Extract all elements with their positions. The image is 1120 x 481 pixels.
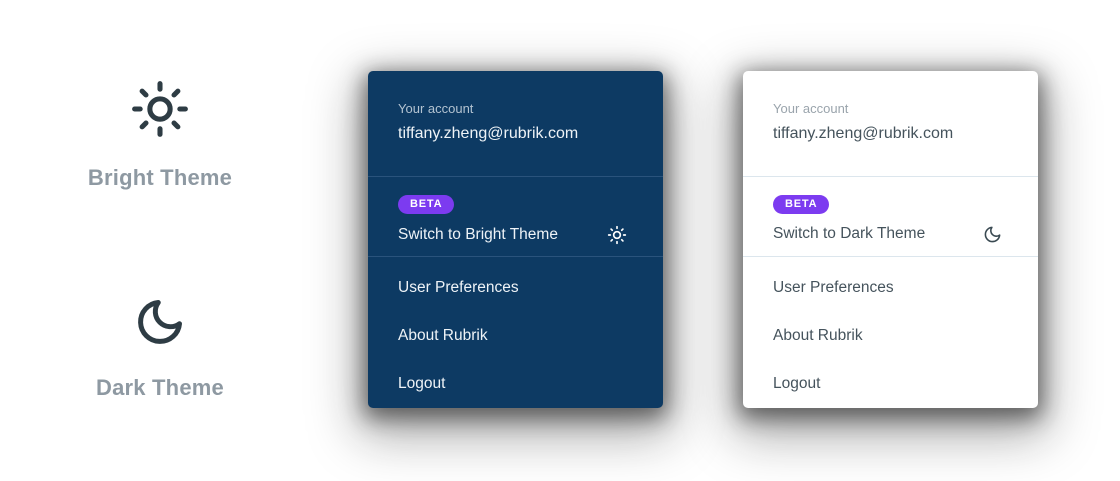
bright-theme-legend: Bright Theme — [40, 80, 280, 191]
menu-item-about-rubrik[interactable]: About Rubrik — [773, 327, 863, 344]
moon-icon — [983, 225, 1002, 244]
moon-icon — [134, 296, 186, 353]
menu-item-logout[interactable]: Logout — [398, 375, 446, 392]
switch-theme-label: Switch to Bright Theme — [398, 225, 558, 243]
theme-switch-section: BETA Switch to Dark Theme — [743, 177, 1038, 256]
account-label: Your account — [398, 101, 474, 116]
account-email: tiffany.zheng@rubrik.com — [398, 125, 579, 142]
menu-item-logout[interactable]: Logout — [773, 375, 821, 392]
theme-legend: Bright Theme Dark Theme — [40, 0, 280, 481]
divider — [368, 256, 663, 257]
menu-items: User Preferences About Rubrik Logout — [368, 257, 663, 408]
account-email: tiffany.zheng@rubrik.com — [773, 125, 954, 142]
menu-item-user-preferences[interactable]: User Preferences — [398, 279, 519, 296]
account-menu-light: Your account tiffany.zheng@rubrik.com BE… — [743, 71, 1038, 408]
dark-theme-legend: Dark Theme — [40, 296, 280, 401]
divider — [743, 175, 1038, 177]
sun-icon — [607, 225, 627, 245]
divider — [368, 175, 663, 177]
switch-theme-label: Switch to Dark Theme — [773, 225, 926, 243]
switch-theme-item[interactable]: Switch to Bright Theme — [398, 225, 635, 245]
menu-item-user-preferences[interactable]: User Preferences — [773, 279, 894, 296]
sun-icon — [131, 80, 189, 143]
account-section: Your account tiffany.zheng@rubrik.com — [368, 71, 663, 176]
dark-theme-label: Dark Theme — [96, 375, 224, 400]
menu-item-about-rubrik[interactable]: About Rubrik — [398, 327, 488, 344]
switch-theme-item[interactable]: Switch to Dark Theme — [773, 225, 1010, 244]
account-section: Your account tiffany.zheng@rubrik.com — [743, 71, 1038, 176]
menu-items: User Preferences About Rubrik Logout — [743, 257, 1038, 408]
account-label: Your account — [773, 101, 849, 116]
account-menu-dark: Your account tiffany.zheng@rubrik.com BE… — [368, 71, 663, 408]
divider — [743, 256, 1038, 257]
beta-badge: BETA — [773, 194, 830, 214]
bright-theme-label: Bright Theme — [87, 165, 233, 190]
beta-badge: BETA — [398, 194, 455, 214]
theme-switch-section: BETA Switch to Bright Theme — [368, 177, 663, 256]
